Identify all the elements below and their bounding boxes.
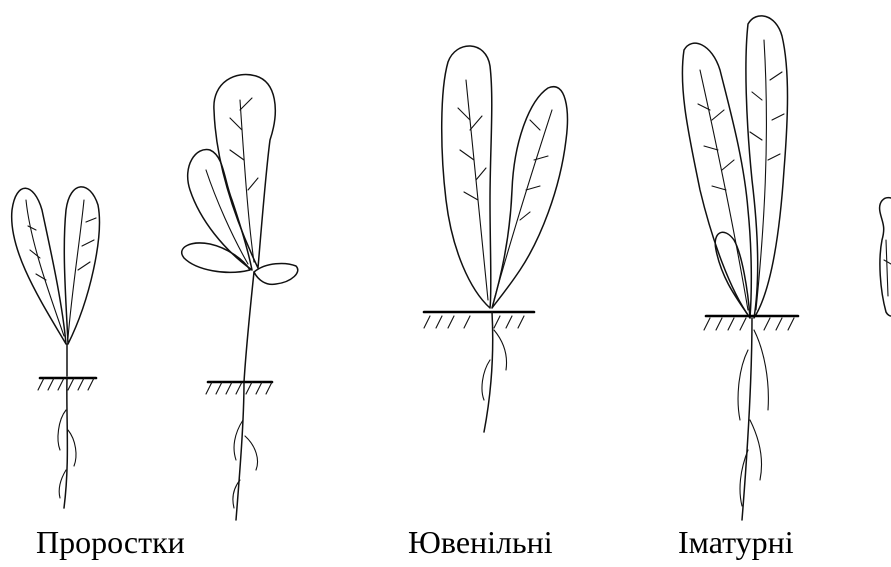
partial-plant-edge <box>880 198 891 316</box>
seedling-2-small-leaf <box>188 149 252 270</box>
juvenile-plant <box>424 46 567 432</box>
immature-label: Іматурні <box>678 524 794 561</box>
immature-main-root <box>742 318 752 520</box>
immature-plant <box>682 16 798 520</box>
immature-short-leaf <box>715 232 750 318</box>
seedling-2-stem <box>244 272 254 382</box>
seedlings-label: Проростки <box>36 524 185 561</box>
seedling-plant-2 <box>182 74 298 520</box>
seedling-plant-1 <box>12 187 100 508</box>
juvenile-label: Ювенільні <box>408 524 553 561</box>
immature-left-leaf <box>682 43 751 318</box>
juvenile-root <box>484 312 493 432</box>
seedling-1-left-cotyledon <box>12 188 66 344</box>
seedling-2-root <box>236 382 244 520</box>
immature-right-leaf <box>746 16 788 318</box>
seedling-2-left-cotyledon <box>182 243 250 272</box>
seedling-2-right-cotyledon <box>254 264 298 285</box>
seedling-1-root <box>64 378 67 508</box>
